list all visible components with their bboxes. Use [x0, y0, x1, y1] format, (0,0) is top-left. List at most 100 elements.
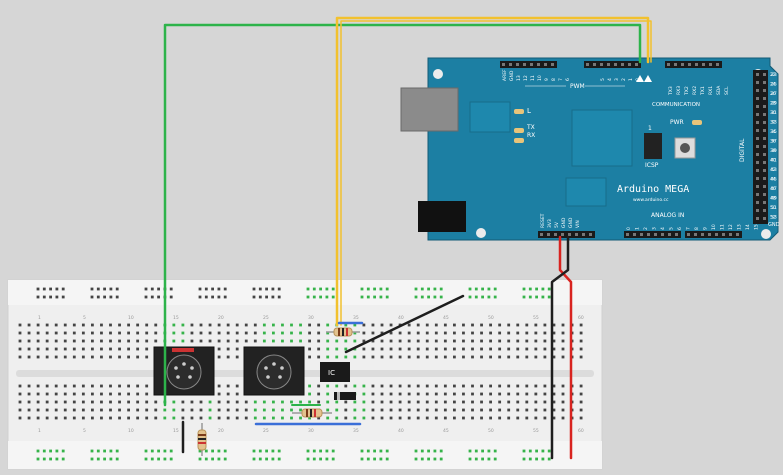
analog-pin-label: 7 [686, 227, 692, 230]
wire-black-ic[interactable] [344, 294, 465, 354]
column-number: 60 [578, 315, 584, 321]
power-jack [418, 201, 466, 232]
analog-pin-label: 9 [703, 227, 709, 230]
resistor-2[interactable] [292, 408, 332, 418]
right-pin-label: 50 [770, 205, 776, 211]
pwm-label: PWM [570, 83, 585, 90]
analog-pin-label: 5 [669, 227, 675, 230]
digital-pin-label: 11 [530, 75, 536, 81]
right-pin-label: 23 [771, 72, 777, 78]
wire-yellow-rx[interactable] [335, 16, 650, 327]
pwr-label: PWR [670, 119, 684, 126]
digital-pin-label: AREF [502, 69, 508, 81]
diode-body [334, 392, 356, 400]
rx-arrow-icon [644, 75, 652, 82]
analog-pin-label: 0 [626, 227, 632, 230]
led-rx-label: RX [527, 132, 535, 139]
led-rx [514, 138, 524, 143]
communication-pin-label: RX2 [692, 86, 698, 95]
breadboard-bottom-rail [8, 441, 602, 469]
column-number: 30 [308, 428, 314, 434]
right-pin-label: 36 [770, 139, 776, 145]
diode-band [337, 392, 340, 400]
wire-red-5v[interactable] [558, 235, 573, 460]
wire-black-gnd[interactable] [550, 235, 570, 460]
breadboard: 1155101015152020252530303535404045455050… [7, 279, 603, 470]
diode[interactable] [334, 392, 356, 400]
icsp-pin-label: 1 [648, 125, 652, 132]
wire-yellow-rx-2 [340, 20, 652, 326]
communication-label: COMMUNICATION [652, 102, 700, 108]
column-number: 15 [173, 315, 179, 321]
column-number: 10 [128, 315, 134, 321]
right-pin-label: 46 [770, 186, 776, 192]
digital-pin-label: 12 [523, 75, 529, 81]
right-pin-label: 25 [771, 82, 777, 88]
analog-pin-label: 11 [720, 224, 726, 230]
column-number: 55 [533, 428, 539, 434]
wire-green-tx[interactable] [163, 23, 642, 407]
column-number: 1 [38, 428, 41, 434]
digital-pin-label: 4 [607, 78, 613, 81]
column-number: 10 [128, 428, 134, 434]
communication-pin-label: SCL [724, 86, 730, 95]
arduino-mega-board[interactable]: L TX RX PWR 1 ICSP Arduino MEGA www.ardu… [400, 57, 780, 241]
right-pin-label: 22 [770, 72, 776, 78]
right-pin-label: 48 [770, 196, 776, 202]
right-pin-label: 51 [771, 205, 777, 211]
right-pin-label: 31 [771, 110, 777, 116]
power-pin-label: GND [561, 217, 567, 228]
analog-pin-label: 10 [711, 224, 717, 230]
header-analog-2 [685, 231, 742, 238]
power-pin-label: RESET [540, 213, 546, 228]
analog-pin-label: 15 [754, 224, 760, 230]
ic-chip[interactable]: IC [320, 362, 350, 382]
analog-pin-label: 6 [677, 227, 683, 230]
column-number: 5 [83, 315, 86, 321]
communication-pin-label: TX3 [668, 86, 674, 96]
header-communication [665, 61, 722, 68]
analog-pin-label: 1 [635, 227, 641, 230]
column-number: 5 [83, 428, 86, 434]
column-number: 25 [263, 428, 269, 434]
right-pin-label: 39 [771, 148, 777, 154]
header-digital-pwm-2 [584, 61, 641, 68]
power-pin-label: 3V3 [547, 219, 553, 228]
led-l-label: L [527, 107, 531, 115]
column-number: 45 [443, 315, 449, 321]
midi-connector-1[interactable] [153, 346, 215, 396]
right-pin-label: 32 [770, 120, 776, 126]
right-pin-label: 49 [771, 196, 777, 202]
connector-socket [256, 354, 292, 390]
mounting-hole [761, 229, 771, 239]
column-number: 40 [398, 315, 404, 321]
column-number: 15 [173, 428, 179, 434]
mounting-hole [433, 69, 443, 79]
digital-pin-label: 3 [614, 78, 620, 81]
led-tx-label: TX [526, 124, 535, 131]
resistor-3[interactable] [197, 423, 207, 456]
right-pin-label: 33 [771, 120, 777, 126]
right-pin-label: 38 [770, 148, 776, 154]
communication-pin-label: RX1 [708, 86, 714, 95]
column-number: 1 [38, 315, 41, 321]
digital-pin-label: 7 [558, 78, 564, 81]
connector-mark [172, 348, 194, 352]
gnd-label: GND [768, 222, 780, 228]
resistor-1[interactable] [326, 327, 360, 337]
digital-label: DIGITAL [739, 138, 746, 162]
digital-pin-label: 8 [551, 78, 557, 81]
right-pin-label: 42 [770, 167, 776, 173]
board-chip [565, 177, 607, 207]
digital-pin-label: 2 [621, 78, 627, 81]
column-number: 25 [263, 315, 269, 321]
digital-pin-label: 9 [544, 78, 550, 81]
breadboard-top-rail [8, 280, 602, 305]
mcu-chip [571, 109, 633, 167]
right-pin-label: 52 [770, 215, 776, 221]
midi-connector-2[interactable] [243, 346, 305, 396]
power-pin-label: VIN [575, 220, 581, 228]
board-chip [469, 101, 511, 133]
analog-pin-label: 12 [728, 224, 734, 230]
